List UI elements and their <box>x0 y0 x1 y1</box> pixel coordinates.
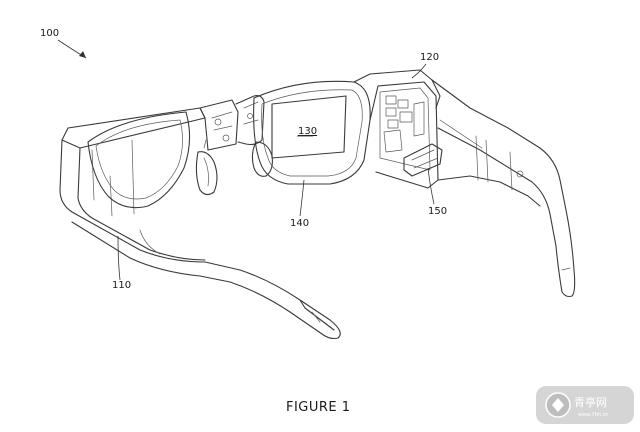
label-120: 120 <box>420 52 439 63</box>
watermark-text: 青亭网 <box>574 395 607 409</box>
leader-120 <box>411 63 427 79</box>
label-100: 100 <box>40 28 59 39</box>
figure-caption: FIGURE 1 <box>286 400 351 415</box>
display-panel <box>271 95 347 159</box>
label-140: 140 <box>290 218 309 229</box>
label-130: 130 <box>298 126 317 137</box>
left-lens-rim <box>87 111 191 209</box>
arrowhead-100 <box>79 51 86 58</box>
leader-110 <box>117 235 121 281</box>
watermark: 青亭网 www.7tin.cn <box>536 386 634 424</box>
watermark-diamond-icon <box>552 398 564 412</box>
leader-150 <box>427 167 435 205</box>
bridge <box>235 95 265 146</box>
right-lens-assembly <box>251 80 371 185</box>
label-150: 150 <box>428 206 447 217</box>
watermark-subtext: www.7tin.cn <box>578 412 609 418</box>
right-frame-housing <box>353 69 443 189</box>
label-110: 110 <box>112 280 131 291</box>
right-temple <box>431 79 576 298</box>
nose-pad-left <box>195 139 218 196</box>
leader-140 <box>299 179 305 217</box>
left-temple <box>59 99 341 340</box>
